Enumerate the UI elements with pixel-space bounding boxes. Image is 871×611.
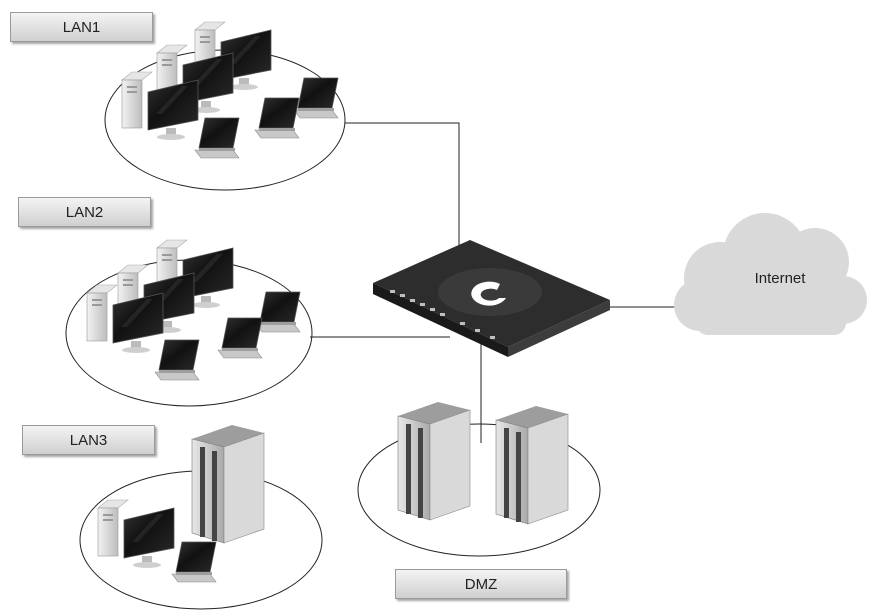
laptop-icon [217, 317, 263, 359]
laptop-icon [293, 77, 339, 119]
cloud-icon [674, 213, 867, 335]
lan1-label: LAN1 [10, 12, 153, 42]
lan3-label: LAN3 [22, 425, 155, 455]
lan1-devices [121, 21, 339, 159]
rack-server-icon [495, 405, 569, 525]
desktop-computer-icon [97, 499, 175, 569]
link-lan1 [345, 122, 460, 247]
laptop-icon [255, 291, 301, 333]
laptop-icon [171, 541, 217, 583]
laptop-icon [154, 339, 200, 381]
laptop-icon [254, 97, 300, 139]
dmz-zone [357, 423, 601, 557]
rack-server-icon [397, 401, 471, 521]
connection-lines [310, 122, 680, 443]
dmz-servers [397, 401, 569, 525]
firewall-appliance-icon [373, 240, 610, 357]
internet-label: Internet [754, 270, 806, 287]
laptop-icon [194, 117, 240, 159]
dmz-label: DMZ [395, 569, 567, 599]
rack-server-icon [191, 424, 265, 544]
lan2-label: LAN2 [18, 197, 151, 227]
lan2-devices [86, 239, 301, 381]
